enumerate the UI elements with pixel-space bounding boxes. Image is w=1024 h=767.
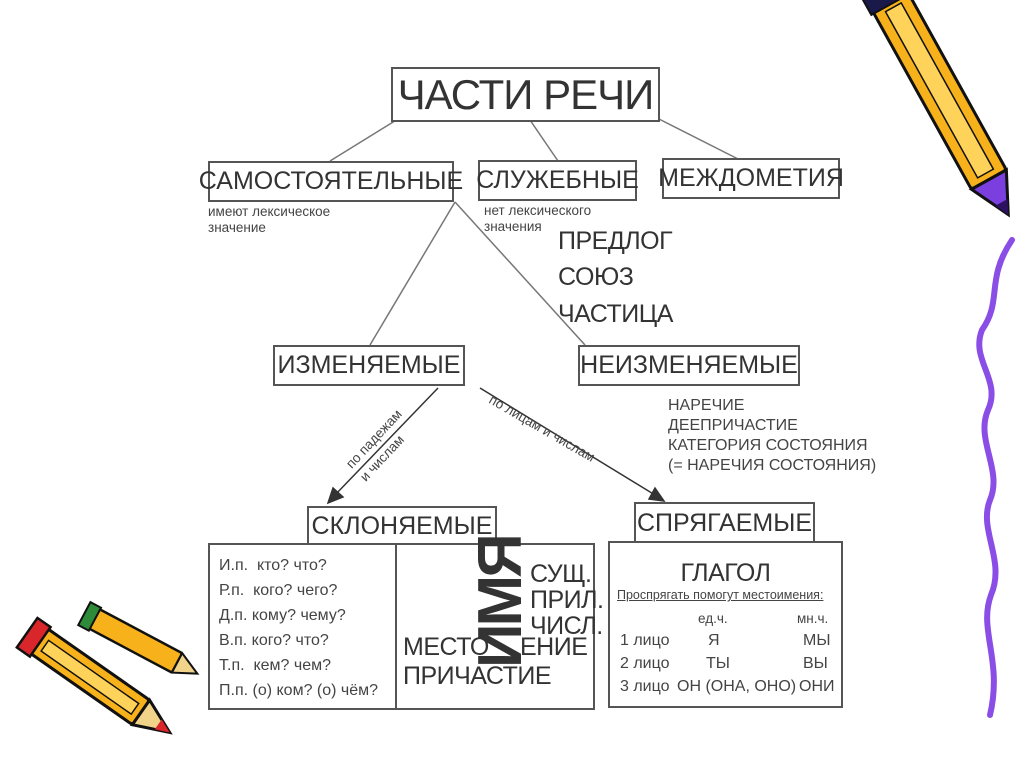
arrow-persons <box>479 387 666 502</box>
person-1: 1 лицо <box>620 632 670 649</box>
interjections-label: МЕЖДОМЕТИЯ <box>658 164 844 192</box>
plural-1: МЫ <box>803 632 831 649</box>
participle: ПРИЧАСТИЕ <box>403 662 552 690</box>
name-item-adjective: ПРИЛ. <box>530 586 604 614</box>
independent-box: САМОСТОЯТЕЛЬНЫЕ <box>199 161 463 202</box>
auxiliary-item-particle: ЧАСТИЦА <box>558 300 673 328</box>
auxiliary-label: СЛУЖЕБНЫЕ <box>476 166 639 194</box>
conjugable-label: СПРЯГАЕМЫЕ <box>636 508 813 537</box>
case-dative: Д.п. кому? чему? <box>219 607 346 624</box>
auxiliary-item-conjunction: СОЮЗ <box>558 263 634 291</box>
pronoun-right: ЕНИЕ <box>520 633 588 661</box>
name-item-numeral: ЧИСЛ. <box>530 612 603 640</box>
col-singular: ед.ч. <box>698 611 728 626</box>
diagram-title: ЧАСТИ РЕЧИ <box>397 70 655 118</box>
singular-2: ТЫ <box>706 655 730 672</box>
pencil-icon <box>861 0 1010 218</box>
singular-1: Я <box>708 632 720 649</box>
conjugation-hint: Проспрягать помогут местоимения: <box>617 588 824 602</box>
case-nominative: И.п. кто? что? <box>219 557 327 574</box>
unchangeable-label: НЕИЗМЕНЯЕМЫЕ <box>580 351 798 379</box>
plural-2: ВЫ <box>803 655 828 672</box>
person-3: 3 лицо <box>620 678 670 695</box>
case-prepositional: П.п. (о) ком? (о) чём? <box>219 682 379 699</box>
pronoun-left: МЕСТО <box>403 633 489 661</box>
declinable-divider <box>395 545 397 708</box>
verb-title: ГЛАГОЛ <box>680 559 771 587</box>
declinable-label: СКЛОНЯЕМЫЕ <box>311 511 493 540</box>
unchangeable-item-state-note: (= НАРЕЧИЯ СОСТОЯНИЯ) <box>668 457 877 474</box>
unchangeable-item-gerund: ДЕЕПРИЧАСТИЕ <box>668 417 798 434</box>
unchangeable-box: НЕИЗМЕНЯЕМЫЕ <box>578 345 800 386</box>
independent-note-2: значение <box>208 220 266 235</box>
auxiliary-note-2: значения <box>484 219 542 234</box>
independent-note-1: имеют лексическое <box>208 204 331 219</box>
name-item-noun: СУЩ. <box>530 560 592 588</box>
unchangeable-item-adverb: НАРЕЧИЕ <box>668 397 745 414</box>
auxiliary-note-1: нет лексического <box>484 203 592 218</box>
singular-3: ОН (ОНА, ОНО) <box>677 678 797 695</box>
changeable-label: ИЗМЕНЯЕМЫЕ <box>277 351 461 379</box>
case-genitive: Р.п. кого? чего? <box>219 582 338 599</box>
auxiliary-box: СЛУЖЕБНЫЕ <box>476 160 639 201</box>
pencil-pair-icon <box>15 600 200 735</box>
purple-squiggle <box>976 237 1015 718</box>
title-box: ЧАСТИ РЕЧИ <box>391 67 660 122</box>
case-instrumental: Т.п. кем? чем? <box>219 657 331 674</box>
connector-lines <box>329 116 741 346</box>
plural-3: ОНИ <box>799 678 835 695</box>
arrow-cases <box>326 387 439 505</box>
unchangeable-item-state: КАТЕГОРИЯ СОСТОЯНИЯ <box>668 437 868 454</box>
case-accusative: В.п. кого? что? <box>219 632 329 649</box>
col-plural: мн.ч. <box>797 611 829 626</box>
auxiliary-item-preposition: ПРЕДЛОГ <box>558 227 673 255</box>
person-2: 2 лицо <box>620 655 670 672</box>
declinable-panel <box>208 543 595 710</box>
changeable-box: ИЗМЕНЯЕМЫЕ <box>273 345 465 386</box>
conjugable-panel <box>608 541 843 708</box>
interjections-box: МЕЖДОМЕТИЯ <box>658 158 844 199</box>
independent-label: САМОСТОЯТЕЛЬНЫЕ <box>198 167 464 195</box>
conjugable-box: СПРЯГАЕМЫЕ <box>634 502 815 544</box>
